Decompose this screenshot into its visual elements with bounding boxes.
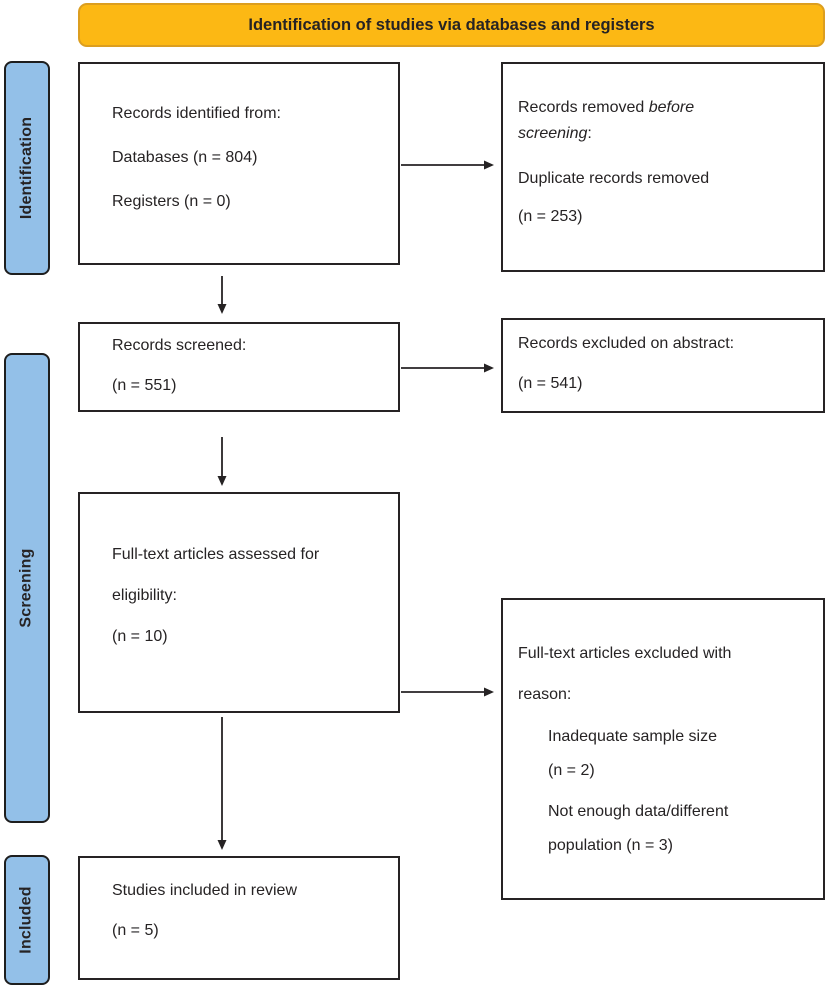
box-studies-included: Studies included in review (n = 5) <box>78 856 400 980</box>
box-records-excluded-abstract: Records excluded on abstract: (n = 541) <box>501 318 825 413</box>
box-text-line: Databases (n = 804) <box>112 149 258 166</box>
box-fulltext-assessed: Full-text articles assessed for eligibil… <box>78 492 400 713</box>
box-text-line: (n = 253) <box>518 208 583 225</box>
exclusion-reason-line: Not enough data/different <box>548 803 729 820</box>
box-text-line: (n = 10) <box>112 628 168 645</box>
stage-tab-identification: Identification <box>4 61 50 275</box>
box-text-line: (n = 541) <box>518 375 583 392</box>
box-records-removed-before-screening: Records removed before screening: Duplic… <box>501 62 825 272</box>
box-text-line: Registers (n = 0) <box>112 193 231 210</box>
stage-label-screening: Screening <box>18 548 36 628</box>
box-text-line: Studies included in review <box>112 882 297 899</box>
stage-label-identification: Identification <box>18 116 36 220</box>
stage-label-included: Included <box>18 886 36 954</box>
box-text-line: Records removed before <box>518 99 695 116</box>
box-records-screened: Records screened: (n = 551) <box>78 322 400 412</box>
box-text-line: (n = 5) <box>112 922 159 939</box>
stage-tab-included: Included <box>4 855 50 985</box>
box-text-line: eligibility: <box>112 587 177 604</box>
box-text-line: Records screened: <box>112 337 247 354</box>
box-text-line: Duplicate records removed <box>518 170 710 187</box>
box-text-line: Full-text articles assessed for <box>112 546 320 563</box>
box-text-line: Records excluded on abstract: <box>518 335 735 352</box>
box-text-line: reason: <box>518 686 572 703</box>
exclusion-reason-line: Inadequate sample size <box>548 728 717 745</box>
exclusion-reason-line: (n = 2) <box>548 762 595 779</box>
stage-tab-screening: Screening <box>4 353 50 823</box>
box-fulltext-excluded-with-reason: Full-text articles excluded with reason:… <box>501 598 825 900</box>
box-text-line: (n = 551) <box>112 377 177 394</box>
exclusion-reason-line: population (n = 3) <box>548 837 673 854</box>
banner-label: Identification of studies via databases … <box>248 15 655 34</box>
box-records-identified: Records identified from: Databases (n = … <box>78 62 400 265</box>
box-text-line: screening: <box>518 125 592 142</box>
box-text-line: Records identified from: <box>112 105 281 122</box>
banner-identification-via-databases: Identification of studies via databases … <box>78 3 825 47</box>
box-text-line: Full-text articles excluded with <box>518 645 732 662</box>
